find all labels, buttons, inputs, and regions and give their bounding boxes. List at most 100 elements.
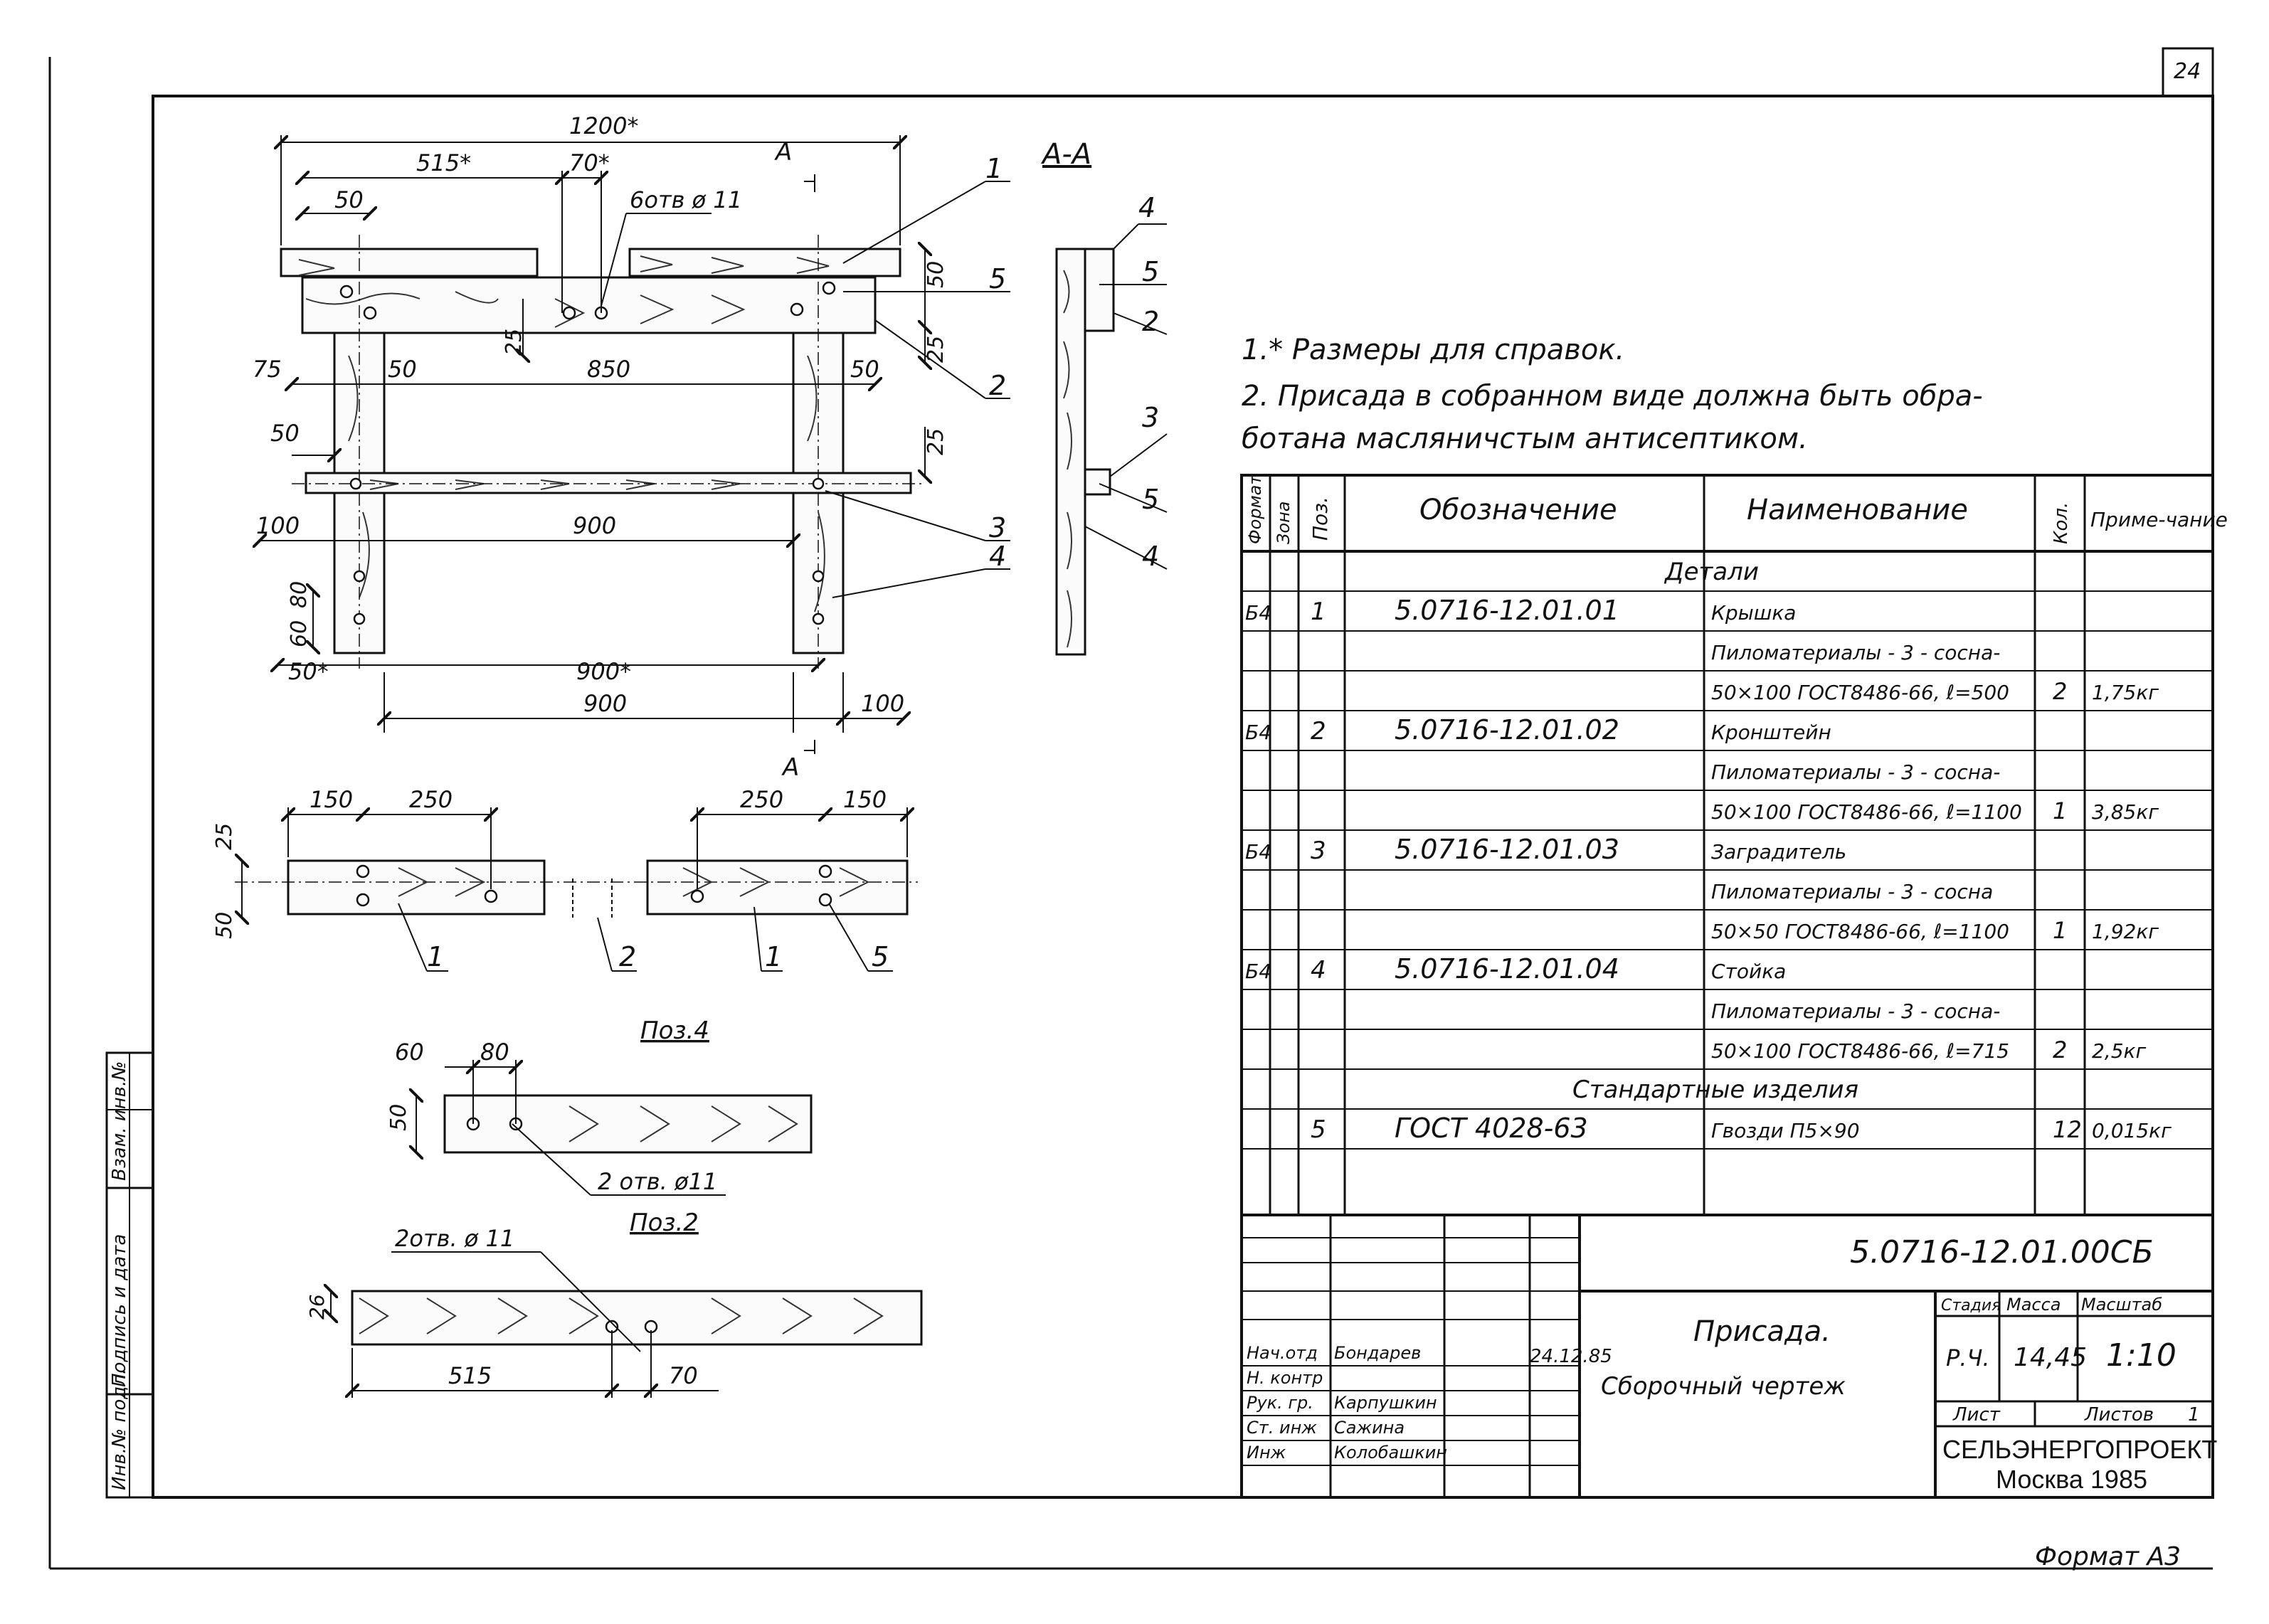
- plan-dim-150b: 150: [843, 786, 887, 813]
- spec-cell-pos: 2: [1311, 717, 1326, 745]
- plan-callout-2: 2: [619, 941, 636, 972]
- pos4-detail: Поз.4 60 80 50 2 отв. ø11: [386, 1017, 813, 1196]
- section-standard: Стандартные изделия: [1572, 1076, 1858, 1104]
- note-2b: ботана масляничстым антисептиком.: [1242, 423, 1808, 455]
- plan-dim-250b: 250: [740, 786, 783, 813]
- signer-role: Рук. гр.: [1247, 1393, 1313, 1413]
- signer-name: Бондарев: [1334, 1343, 1421, 1363]
- spec-cell-format: Б4: [1245, 960, 1271, 983]
- dim-70: 70*: [569, 149, 610, 176]
- pos2-holes: 2отв. ø 11: [395, 1225, 514, 1252]
- col-mass: Масса: [2006, 1295, 2061, 1315]
- spec-cell-pos: 3: [1311, 837, 1326, 865]
- title-line2: Сборочный чертеж: [1601, 1372, 1846, 1401]
- stamp-sign-label: Подпись и дата: [109, 1234, 130, 1387]
- spec-cell-name: 50×100 ГОСТ8486-66, ℓ=500: [1711, 681, 2009, 704]
- section-aa: А-А 4 5 2 3 5 4: [1040, 138, 1168, 656]
- signer-name: Сажина: [1334, 1418, 1405, 1438]
- plan-view: 150 250 250 150 25 50 1 2 1 5: [212, 786, 918, 972]
- page-number-box: [2162, 47, 2214, 97]
- dim-100: 100: [256, 512, 300, 539]
- dim-515: 515*: [416, 149, 471, 176]
- signer-role: Нач.отд: [1247, 1343, 1318, 1363]
- pos4-title: Поз.4: [640, 1017, 709, 1045]
- notes: 1.* Размеры для справок. 2. Присада в со…: [1242, 334, 1983, 455]
- dim-25-right: 25: [924, 336, 948, 363]
- dim-850: 850: [587, 356, 630, 383]
- plan-board-right: [646, 859, 909, 916]
- pos4-board: [443, 1094, 813, 1154]
- spec-cell-name: Пиломатериалы - 3 - сосна-: [1711, 760, 2000, 784]
- spec-cell-designation: 5.0716-12.01.04: [1395, 953, 1619, 985]
- spec-cell-name: 50×100 ГОСТ8486-66, ℓ=1100: [1711, 800, 2022, 824]
- spec-cell-designation: 5.0716-12.01.03: [1395, 834, 1619, 865]
- dim-25-low: 25: [924, 428, 948, 455]
- format-label: Формат А3: [2035, 1542, 2181, 1571]
- pos2-board: [351, 1290, 923, 1346]
- spec-cell-note: 0,015кг: [2092, 1119, 2172, 1142]
- dim-900-a: 900: [573, 512, 616, 539]
- section-aa-title: А-А: [1040, 138, 1091, 171]
- spec-cell-name: 50×100 ГОСТ8486-66, ℓ=715: [1711, 1039, 2009, 1063]
- dim-50-a: 50: [388, 356, 417, 383]
- spec-cell-designation: 5.0716-12.01.01: [1395, 595, 1619, 626]
- spec-cell-name: Крышка: [1711, 601, 1796, 625]
- aa-callout-3: 3: [1142, 402, 1159, 433]
- spec-cell-qty: 12: [2053, 1116, 2082, 1143]
- signer-name: Колобашкин: [1334, 1443, 1447, 1463]
- spec-cell-name: Пиломатериалы - 3 - сосна-: [1711, 641, 2000, 664]
- signer-name: Карпушкин: [1334, 1393, 1437, 1413]
- dim-1200: 1200*: [569, 112, 638, 139]
- sheet-label: Лист: [1952, 1404, 2001, 1426]
- spec-cell-name: Гвозди П5×90: [1711, 1119, 1860, 1142]
- hdr-qty: Кол.: [2051, 502, 2072, 544]
- dim-75: 75: [253, 356, 282, 383]
- dim-50-top: 50: [334, 186, 364, 213]
- dim-50-b: 50: [850, 356, 879, 383]
- plan-callout-5: 5: [872, 941, 889, 972]
- doc-code: 5.0716-12.01.00СБ: [1850, 1234, 2154, 1270]
- spec-cell-format: Б4: [1245, 721, 1271, 744]
- spec-cell-name: Кронштейн: [1711, 721, 1831, 744]
- dim-holes: 6отв ø 11: [630, 186, 742, 213]
- top-board-right: [628, 248, 901, 277]
- note-2a: 2. Присада в собранном виде должна быть …: [1242, 380, 1983, 413]
- stage: Р.Ч.: [1946, 1344, 1990, 1371]
- spec-cell-pos: 4: [1311, 956, 1326, 985]
- page-number: 24: [2174, 59, 2201, 84]
- pos4-dim-80: 80: [480, 1039, 509, 1066]
- plan-dim-250a: 250: [409, 786, 453, 813]
- dim-900-star: 900*: [576, 658, 631, 685]
- hdr-designation: Обозначение: [1419, 494, 1617, 526]
- hdr-note: Приме-чание: [2090, 508, 2228, 531]
- dim-80: 80: [287, 581, 312, 608]
- spec-cell-note: 1,92кг: [2092, 920, 2159, 943]
- aa-callout-4b: 4: [1142, 541, 1159, 572]
- spec-cell-format: Б4: [1245, 601, 1271, 625]
- col-stage: Стадия: [1941, 1297, 2001, 1315]
- callout-1: 1: [985, 153, 1003, 184]
- spec-cell-pos: 5: [1311, 1115, 1326, 1144]
- pos2-title: Поз.2: [630, 1209, 699, 1237]
- col-scale: Масштаб: [2081, 1295, 2162, 1315]
- pos2-dim-26: 26: [305, 1294, 329, 1320]
- spec-cell-qty: 2: [2053, 678, 2067, 705]
- spec-cell-qty: 1: [2053, 797, 2067, 824]
- spec-cell-designation: 5.0716-12.01.02: [1395, 714, 1619, 745]
- mass: 14,45: [2014, 1343, 2087, 1372]
- spec-cell-name: Стойка: [1711, 960, 1786, 983]
- spec-cell-pos: 1: [1311, 598, 1326, 626]
- hdr-name: Наименование: [1747, 494, 1968, 526]
- barrier-board: [305, 472, 912, 494]
- pos4-holes: 2 отв. ø11: [598, 1168, 717, 1195]
- dim-60: 60: [287, 620, 312, 647]
- spec-cell-qty: 1: [2053, 917, 2067, 944]
- pos2-dim-70: 70: [669, 1362, 698, 1389]
- spec-cell-note: 1,75кг: [2092, 681, 2159, 704]
- signer-role: Инж: [1247, 1443, 1286, 1463]
- top-board-left: [280, 248, 539, 277]
- signer-role: Ст. инж: [1247, 1418, 1317, 1438]
- pos2-detail: Поз.2 2отв. ø 11 26 515 70: [305, 1209, 923, 1398]
- spec-cell-note: 3,85кг: [2092, 800, 2159, 824]
